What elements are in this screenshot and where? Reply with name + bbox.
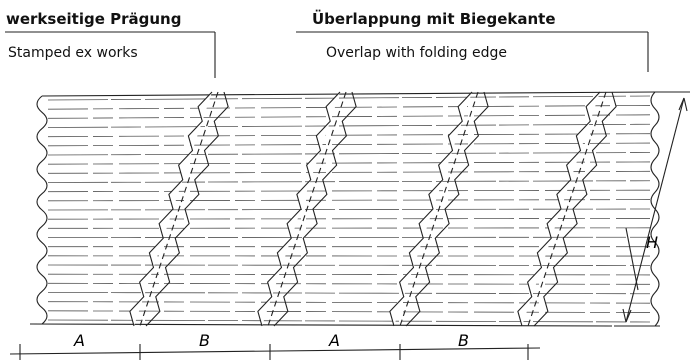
dimension-label-a: A <box>73 331 85 350</box>
overlap-label-de: Überlappung mit Biegekante <box>312 10 556 28</box>
dimension-label-a: A <box>328 331 340 350</box>
dimension-label-b: B <box>199 331 210 350</box>
dimension-label-h: H <box>646 233 658 252</box>
seam-1 <box>129 91 229 327</box>
seam-4 <box>517 91 617 327</box>
seam-2 <box>257 91 357 327</box>
stamped-label-de: werkseitige Prägung <box>6 10 182 28</box>
dimension-label-b: B <box>458 331 469 350</box>
seam-3 <box>389 91 489 327</box>
overlap-label-en: Overlap with folding edge <box>326 45 508 61</box>
stamped-label-en: Stamped ex works <box>8 45 138 61</box>
